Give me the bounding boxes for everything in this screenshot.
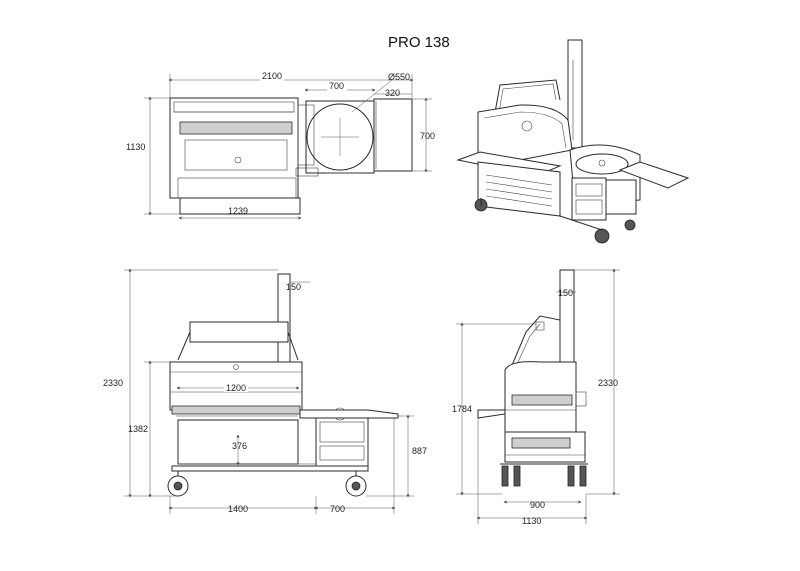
dim-top-1130: 1130 [126, 142, 145, 152]
dim-front-2330: 2330 [103, 378, 123, 388]
dim-front-1382: 1382 [128, 424, 148, 434]
dim-top-320: 320 [385, 88, 400, 98]
dim-side-2330: 2330 [598, 378, 618, 388]
dim-top-1239: 1239 [228, 206, 248, 216]
dim-front-700: 700 [330, 504, 345, 514]
drawing-title: PRO 138 [388, 34, 450, 51]
dim-front-150: 150 [286, 282, 301, 292]
isometric-view [456, 39, 690, 244]
dim-side-900: 900 [530, 500, 545, 510]
dim-top-700: 700 [329, 81, 344, 91]
dim-front-887: 887 [412, 446, 427, 456]
dim-front-1400: 1400 [228, 504, 248, 514]
side-view: 150 2330 1784 900 1130 [452, 268, 620, 526]
dim-side-150: 150 [558, 288, 573, 298]
dim-side-1130: 1130 [522, 516, 541, 526]
dim-top-diameter: Ø550 [388, 72, 410, 82]
front-view: 2330 150 1382 1200 376 887 [103, 268, 427, 514]
dim-front-1200: 1200 [226, 383, 246, 393]
top-view: 2100 700 Ø550 320 1130 700 1239 [126, 71, 435, 220]
dim-side-1784: 1784 [452, 404, 472, 414]
dim-front-376: 376 [232, 441, 247, 451]
dim-top-700-right: 700 [420, 131, 435, 141]
dim-top-2100: 2100 [262, 71, 282, 81]
